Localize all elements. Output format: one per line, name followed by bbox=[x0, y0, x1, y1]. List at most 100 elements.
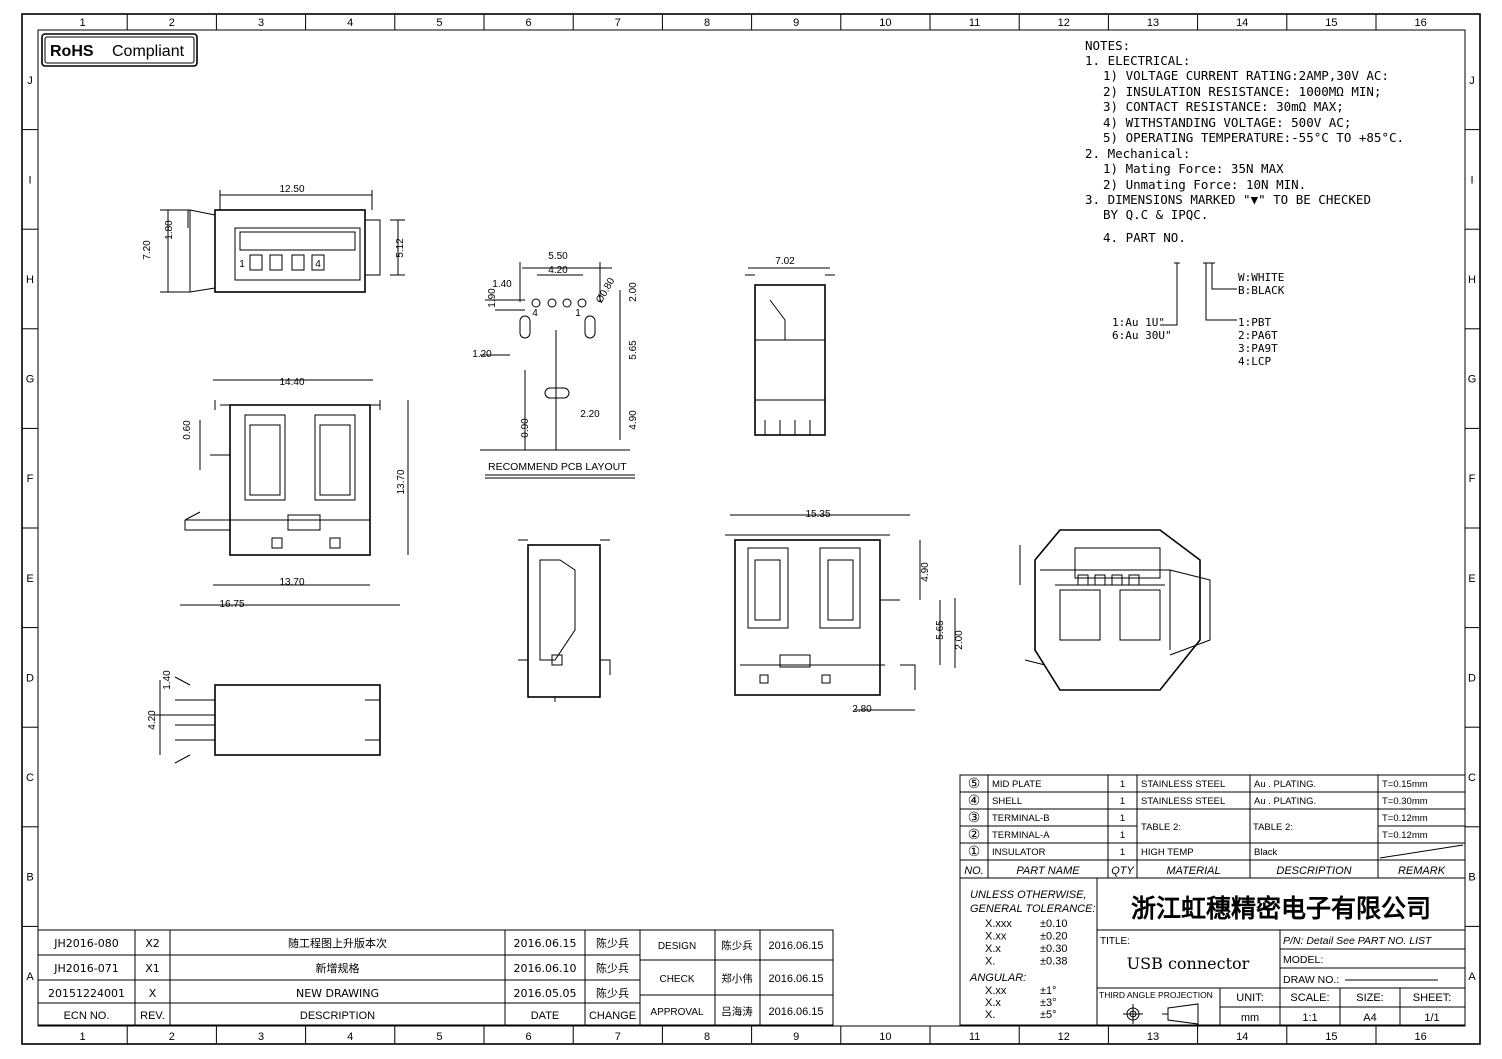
parts-cell-no: ② bbox=[968, 826, 981, 842]
revision-header: ECN NO. bbox=[64, 1010, 110, 1022]
parts-cell-remark: T=0.30mm bbox=[1382, 796, 1428, 807]
tolerance-format: X. bbox=[985, 1009, 995, 1021]
column-ref-top: 9 bbox=[793, 17, 799, 29]
tolerance-format: X.xx bbox=[985, 985, 1007, 997]
revision-date: 2016.06.10 bbox=[514, 962, 577, 975]
row-ref-right: D bbox=[1468, 672, 1476, 684]
row-ref-right: I bbox=[1470, 174, 1473, 186]
row-ref-right: G bbox=[1468, 374, 1477, 386]
view-isometric bbox=[1019, 529, 1211, 691]
color-black: B:BLACK bbox=[1238, 284, 1285, 297]
dimension-front_top: 1 bbox=[239, 259, 245, 270]
parts-cell-qty: 1 bbox=[1120, 813, 1125, 824]
parts-header: MATERIAL bbox=[1166, 865, 1220, 877]
column-ref-bottom: 6 bbox=[526, 1031, 532, 1043]
column-ref-bottom: 8 bbox=[704, 1031, 710, 1043]
column-ref-bottom: 15 bbox=[1325, 1031, 1337, 1043]
pcb-layout-label: RECOMMEND PCB LAYOUT bbox=[488, 461, 627, 473]
view-side-top bbox=[745, 267, 835, 436]
draw-no-label: DRAW NO.: bbox=[1283, 974, 1339, 986]
parts-cell-name: TERMINAL-A bbox=[992, 830, 1050, 841]
approval-date: 2016.06.15 bbox=[768, 973, 823, 985]
parts-header: DESCRIPTION bbox=[1276, 865, 1351, 877]
title-label: TITLE: bbox=[1100, 936, 1130, 947]
dimension-bottom: 4.20 bbox=[147, 710, 158, 730]
scale-value: 1:1 bbox=[1302, 1012, 1317, 1024]
dimension-side_top: 7.02 bbox=[775, 256, 795, 267]
row-ref-left: D bbox=[26, 672, 34, 684]
row-ref-left: I bbox=[28, 174, 31, 186]
row-ref-right: B bbox=[1468, 872, 1475, 884]
dimension-pcb: 5.65 bbox=[628, 340, 639, 360]
parts-cell-material: HIGH TEMP bbox=[1141, 847, 1194, 858]
tolerance-format: X.xxx bbox=[985, 918, 1012, 930]
column-ref-top: 3 bbox=[258, 17, 264, 29]
material-4: 4:LCP bbox=[1238, 355, 1271, 368]
color-white: W:WHITE bbox=[1238, 271, 1284, 284]
view-rear bbox=[725, 514, 956, 711]
plating-1: 1:Au 1U" bbox=[1112, 316, 1165, 329]
approval-date: 2016.06.15 bbox=[768, 940, 823, 952]
material-3: 3:PA9T bbox=[1238, 342, 1278, 355]
parts-cell-no: ③ bbox=[968, 809, 981, 825]
column-ref-top: 12 bbox=[1058, 17, 1070, 29]
revision-desc: 随工程图上升版本次 bbox=[288, 936, 387, 950]
revision-ecn: JH2016-080 bbox=[53, 937, 118, 950]
parts-cell-no: ④ bbox=[968, 792, 981, 808]
note-line: 1. ELECTRICAL: bbox=[1085, 53, 1190, 68]
row-ref-right: F bbox=[1469, 473, 1476, 485]
view-front-main bbox=[180, 379, 409, 606]
title-block: UNLESS OTHERWISE,GENERAL TOLERANCE:X.xxx… bbox=[959, 877, 1466, 1026]
revision-ecn: 20151224001 bbox=[48, 987, 125, 1000]
note-line: NOTES: bbox=[1085, 38, 1130, 53]
dimension-pcb: 2.00 bbox=[628, 282, 639, 302]
parts-header: PART NAME bbox=[1016, 865, 1080, 877]
row-ref-left: A bbox=[26, 971, 34, 983]
parts-cell-description: TABLE 2: bbox=[1253, 822, 1293, 833]
column-ref-bottom: 10 bbox=[879, 1031, 891, 1043]
row-ref-left: F bbox=[27, 473, 34, 485]
column-ref-bottom: 11 bbox=[969, 1031, 980, 1043]
parts-cell-qty: 1 bbox=[1120, 847, 1125, 858]
dimension-pcb: 2.20 bbox=[580, 409, 600, 420]
note-line: 1) Mating Force: 35N MAX bbox=[1103, 161, 1284, 176]
column-ref-bottom: 16 bbox=[1414, 1031, 1426, 1043]
approval-name: 吕海涛 bbox=[721, 1005, 753, 1018]
parts-cell-name: TERMINAL-B bbox=[992, 813, 1050, 824]
parts-cell-material: TABLE 2: bbox=[1141, 822, 1181, 833]
view-front-opening bbox=[160, 190, 405, 293]
column-ref-top: 1 bbox=[80, 17, 86, 29]
column-ref-top: 13 bbox=[1147, 17, 1159, 29]
dimension-front_top: 12.50 bbox=[279, 184, 304, 195]
dimension-front_main: 14.40 bbox=[279, 377, 304, 388]
sheet-label: SHEET: bbox=[1413, 992, 1452, 1004]
note-line: 2. Mechanical: bbox=[1085, 146, 1190, 161]
dimension-pcb: 1.40 bbox=[492, 279, 512, 290]
column-ref-bottom: 13 bbox=[1147, 1031, 1159, 1043]
company-name: 浙江虹穗精密电子有限公司 bbox=[1131, 894, 1431, 923]
revision-desc: 新增规格 bbox=[316, 961, 360, 975]
parts-cell-no: ⑤ bbox=[968, 775, 981, 791]
note-line: BY Q.C & IPQC. bbox=[1103, 207, 1208, 222]
unit-value: mm bbox=[1241, 1012, 1259, 1024]
revision-border bbox=[37, 929, 834, 1026]
column-ref-top: 8 bbox=[704, 17, 710, 29]
grid-references: 1122334455667788991010111112121313141415… bbox=[22, 14, 1480, 1044]
tolerance-value: ±0.30 bbox=[1040, 943, 1067, 955]
note-line: 3) CONTACT RESISTANCE: 30mΩ MAX; bbox=[1103, 99, 1344, 114]
revision-desc: NEW DRAWING bbox=[296, 987, 379, 1000]
tolerance-value: ±0.10 bbox=[1040, 918, 1067, 930]
material-2: 2:PA6T bbox=[1238, 329, 1278, 342]
row-ref-left: E bbox=[26, 573, 33, 585]
approval-role: APPROVAL bbox=[650, 1007, 704, 1018]
angular-label: ANGULAR: bbox=[969, 972, 1026, 984]
dimension-front_top: 7.20 bbox=[142, 240, 153, 260]
row-ref-right: E bbox=[1468, 573, 1475, 585]
view-bottom bbox=[150, 676, 381, 764]
dimension-pcb: 4.90 bbox=[628, 410, 639, 430]
revision-header: REV. bbox=[140, 1010, 165, 1022]
revision-change: 陈少兵 bbox=[596, 961, 629, 975]
column-ref-top: 7 bbox=[615, 17, 621, 29]
